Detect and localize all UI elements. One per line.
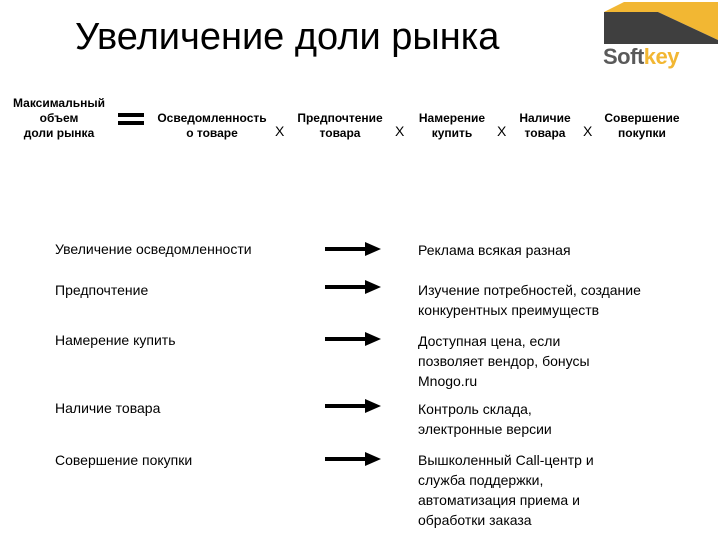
formula-result-line: Максимальный (13, 96, 105, 110)
row-label: Предпочтение (55, 282, 149, 298)
factor-preference: Предпочтение товара (297, 111, 383, 140)
page-title: Увеличение доли рынка (75, 16, 500, 58)
factor-purchase: Совершение покупки (604, 111, 680, 140)
multiply-sign: X (583, 123, 593, 139)
logo-text-key: key (643, 44, 680, 69)
multiply-sign: X (497, 123, 507, 139)
formula-result-line: доли рынка (23, 126, 95, 140)
multiply-sign: X (275, 123, 285, 139)
right-arrow-icon (325, 399, 381, 413)
right-arrow-icon (325, 452, 381, 466)
softkey-logo: Softkey (598, 0, 720, 76)
formula-result: Максимальный объем доли рынка (4, 96, 114, 141)
factor-availability: Наличие товара (519, 111, 571, 140)
right-arrow-icon (325, 332, 381, 346)
row-label: Наличие товара (55, 400, 161, 416)
row-description: Изучение потребностей, создание конкурен… (418, 282, 641, 318)
row-description: Реклама всякая разная (418, 242, 571, 258)
multiply-sign: X (395, 123, 405, 139)
row-label: Совершение покупки (55, 452, 193, 468)
row-label: Намерение купить (55, 332, 176, 348)
row-description: Доступная цена, если позволяет вендор, б… (418, 333, 590, 389)
logo-graphic-icon (598, 0, 720, 76)
factor-awareness: Осведомленность о товаре (157, 111, 267, 140)
logo-text-soft: Soft (603, 44, 644, 69)
right-arrow-icon (325, 280, 381, 294)
row-description: Контроль склада, электронные версии (418, 401, 552, 437)
row-description: Вышколенный Call-центр и служба поддержк… (418, 452, 594, 528)
row-label: Увеличение осведомленности (55, 241, 252, 257)
equals-sign (118, 113, 144, 127)
factor-intent: Намерение купить (418, 111, 486, 140)
formula-result-line: объем (39, 111, 79, 125)
right-arrow-icon (325, 242, 381, 256)
